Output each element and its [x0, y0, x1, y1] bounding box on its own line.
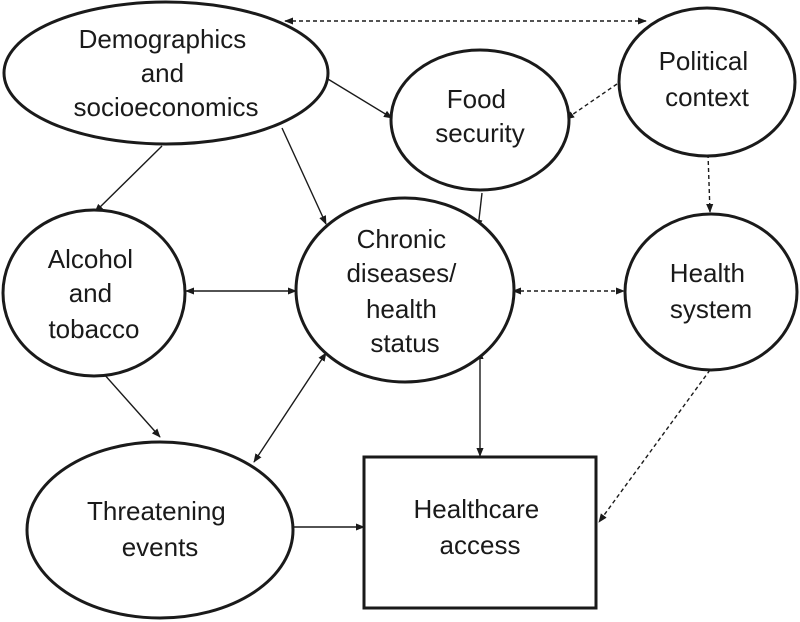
node-label-line: access	[440, 530, 521, 560]
node-label-line: system	[670, 294, 752, 324]
node-healthcare-access: Healthcare access	[362, 455, 598, 610]
node-label-line: Food	[447, 84, 506, 114]
node-label-line: tobacco	[48, 314, 139, 344]
node-political-context: Political context	[617, 6, 797, 158]
node-threatening-events: Threatening events	[25, 440, 295, 620]
node-label-line: Threatening	[87, 496, 226, 526]
node-label-line: events	[122, 532, 199, 562]
node-food-security: Food security	[389, 48, 571, 192]
node-demographics-shape	[2, 0, 330, 146]
edge-political-context-to-food-security	[565, 83, 618, 120]
node-label-line: Demographics	[79, 24, 247, 54]
edge-health-system-to-healthcare-access	[598, 369, 711, 523]
node-label-line: and	[69, 278, 112, 308]
node-label-line: Chronic	[357, 224, 447, 254]
node-label-line: context	[665, 82, 750, 112]
node-label-line: Political	[659, 46, 749, 76]
node-chronic-diseases-shape	[294, 196, 516, 384]
node-label-line: security	[435, 118, 525, 148]
edges-layer	[94, 17, 714, 531]
node-label-line: diseases/	[346, 258, 457, 288]
node-chronic-diseases: Chronic diseases/ health status	[294, 196, 516, 384]
node-alcohol-tobacco-label: Alcohol and tobacco	[48, 244, 141, 344]
node-health-system-label: Health system	[670, 258, 752, 324]
node-alcohol-tobacco-shape	[1, 208, 187, 378]
node-threatening-events-shape	[25, 440, 295, 620]
edge-demographics-to-food-security	[317, 72, 393, 119]
node-label-line: Health	[670, 258, 745, 288]
node-healthcare-access-label: Healthcare access	[414, 494, 547, 560]
node-health-system-shape	[623, 212, 799, 372]
node-label-line: health	[366, 294, 437, 324]
edge-demographics-to-alcohol-tobacco	[94, 145, 163, 213]
node-food-security-label: Food security	[435, 84, 525, 148]
node-label-line: Healthcare	[414, 494, 540, 524]
node-political-context-label: Political context	[659, 46, 756, 112]
node-threatening-events-label: Threatening events	[87, 496, 233, 562]
node-label-line: status	[370, 328, 439, 358]
node-healthcare-access-shape	[362, 455, 598, 610]
node-alcohol-tobacco: Alcohol and tobacco	[1, 208, 187, 378]
edge-demographics-to-chronic-diseases	[281, 127, 327, 225]
node-chronic-diseases-label: Chronic diseases/ health status	[346, 224, 463, 358]
node-label-line: Alcohol	[48, 244, 133, 274]
node-political-context-shape	[617, 6, 797, 158]
edge-chronic-diseases-to-threatening-events	[253, 352, 327, 463]
node-demographics: Demographics and socioeconomics	[2, 0, 330, 146]
edge-political-context-to-health-system	[706, 153, 714, 213]
node-food-security-shape	[389, 48, 571, 192]
node-health-system: Health system	[623, 212, 799, 372]
node-label-line: socioeconomics	[74, 92, 259, 122]
node-label-line: and	[141, 58, 184, 88]
node-demographics-label: Demographics and socioeconomics	[74, 24, 259, 122]
